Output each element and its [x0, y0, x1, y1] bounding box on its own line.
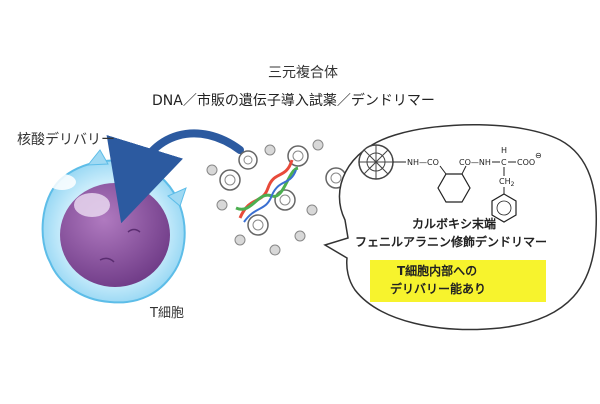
nh-co-label: NH—CO — [407, 158, 439, 167]
dendrimer-particle — [219, 169, 241, 191]
nucleus-highlight — [74, 193, 110, 217]
reagent-dot — [306, 204, 318, 216]
complex-components: DNA／市販の遺伝子導入試薬／デンドリマー — [152, 93, 435, 109]
charge-label: ⊖ — [535, 151, 542, 160]
cell-membrane-spike — [86, 149, 109, 166]
reagent-dot — [264, 144, 276, 156]
dendrimer-structure: NH—CO CO—NH H C COO ⊖ CH2 — [358, 144, 542, 223]
dendrimer-particle — [238, 150, 258, 170]
reagent-dot — [234, 234, 246, 246]
dna-strand-blue — [243, 169, 297, 223]
benzene-ring — [491, 193, 517, 223]
dendrimer-particle — [247, 214, 269, 236]
delivery-label: 核酸デリバリー — [17, 132, 115, 148]
t-cell — [41, 149, 187, 304]
highlight-line2: デリバリー能あり — [390, 282, 487, 296]
dna-helix — [235, 159, 299, 223]
cell-highlight — [48, 174, 76, 190]
coo-label: COO — [517, 158, 535, 167]
ch2-label: CH2 — [499, 177, 515, 188]
dendrimer-particle — [274, 189, 296, 211]
reagent-dot — [216, 199, 228, 211]
reagent-dot — [206, 164, 218, 176]
delivery-arrow — [106, 129, 244, 224]
dendrimer-core-icon — [358, 144, 394, 180]
dendrimer-name-line1: カルボキシ末端 — [412, 217, 497, 231]
reagent-dot — [269, 244, 281, 256]
reagent-dot — [312, 139, 324, 151]
complex-title: 三元複合体 — [268, 65, 338, 81]
h-label: H — [501, 146, 507, 155]
cell-nucleus — [60, 183, 170, 287]
highlight-line1: T細胞内部への — [397, 264, 478, 278]
ternary-complex — [206, 139, 356, 256]
highlight-box-svg — [370, 260, 546, 302]
cell-label: T細胞 — [150, 306, 184, 321]
reagent-dot — [294, 230, 306, 242]
dendrimer-name-line2: フェニルアラニン修飾デンドリマー — [355, 235, 548, 249]
bond — [461, 165, 467, 175]
benzene-inner-ring — [496, 200, 512, 216]
nucleus-fold — [99, 257, 115, 263]
dna-strand-red — [238, 159, 294, 219]
bond — [439, 165, 447, 175]
co-nh-label: CO—NH — [459, 158, 491, 167]
alpha-carbon-label: C — [501, 158, 507, 167]
nucleus-fold — [127, 228, 141, 233]
